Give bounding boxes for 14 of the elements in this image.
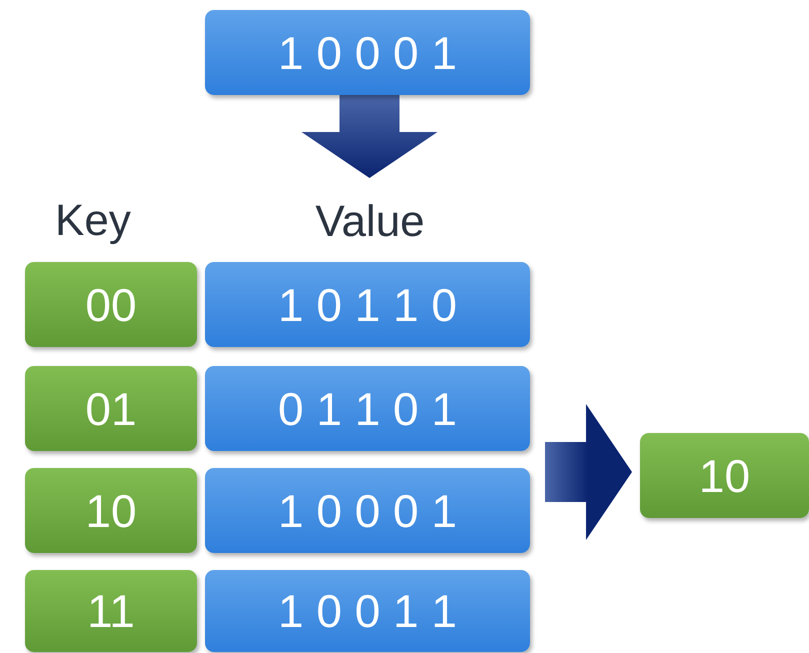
value-box: 0 1 1 0 1 xyxy=(205,366,530,451)
column-header: Key xyxy=(55,196,131,246)
block-arrow xyxy=(545,404,632,540)
key-box: 01 xyxy=(25,366,197,451)
key-box: 10 xyxy=(640,433,809,518)
key-box: 10 xyxy=(25,468,197,553)
value-box: 1 0 0 0 1 xyxy=(205,10,530,95)
value-box: 1 0 1 1 0 xyxy=(205,262,530,347)
column-header: Value xyxy=(290,196,450,248)
key-box: 11 xyxy=(25,570,197,652)
value-box: 1 0 0 0 1 xyxy=(205,468,530,553)
key-box: 00 xyxy=(25,262,197,347)
block-arrow xyxy=(302,95,438,178)
value-box: 1 0 0 1 1 xyxy=(205,570,530,652)
